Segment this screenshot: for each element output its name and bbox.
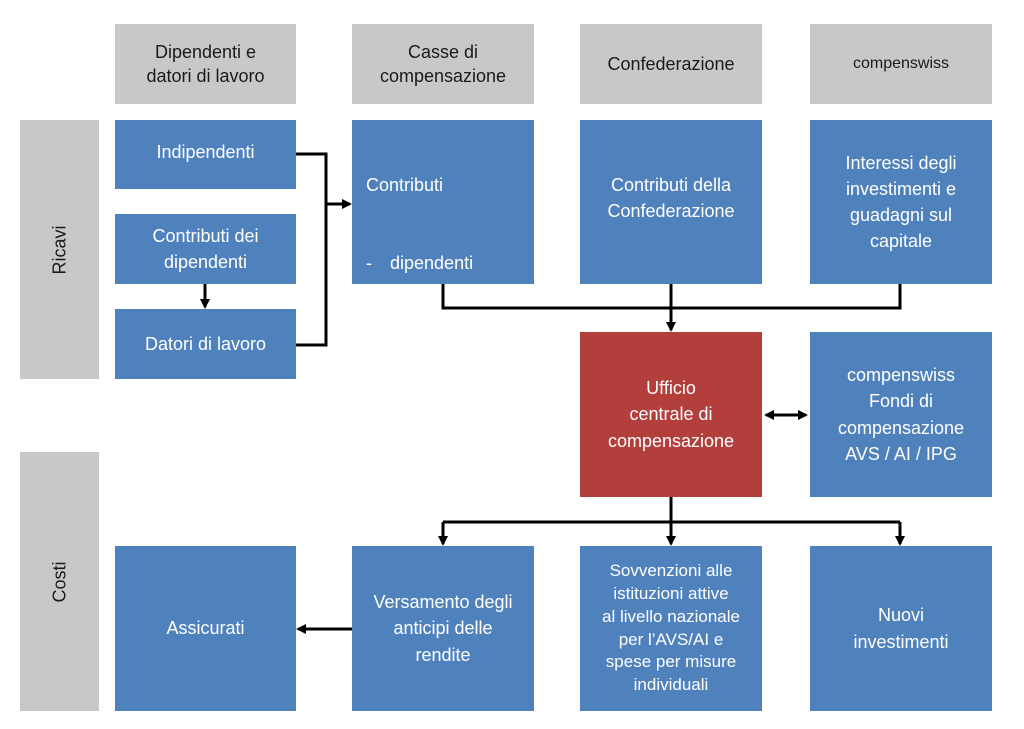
box-contributi-dipendenti: Contributi dei dipendenti <box>115 214 296 284</box>
header-compensation-funds: Casse di compensazione <box>352 24 534 104</box>
box-ufficio-centrale: Ufficio centrale di compensazione <box>580 332 762 497</box>
box-versamento: Versamento degli anticipi delle rendite <box>352 546 534 711</box>
box-sovvenzioni: Sovvenzioni alle istituzioni attive al l… <box>580 546 762 711</box>
box-datori-di-lavoro: Datori di lavoro <box>115 309 296 379</box>
box-contributi-confederazione: Contributi della Confederazione <box>580 120 762 284</box>
list-item: -datori di lavoro <box>366 303 522 329</box>
header-confederation: Confederazione <box>580 24 762 104</box>
side-label-costs: Costi <box>20 452 99 711</box>
connector-indipendenti <box>296 152 328 347</box>
list-dash: - <box>366 253 372 274</box>
list-dash: - <box>366 305 372 326</box>
list-dash: - <box>366 357 372 378</box>
header-employees: Dipendenti e datori di lavoro <box>115 24 296 104</box>
side-label-revenue: Ricavi <box>20 120 99 379</box>
contributi-list: -dipendenti -datori di lavoro -indenpent… <box>366 224 522 407</box>
header-compenswiss: compenswiss <box>810 24 992 104</box>
box-indipendenti: Indipendenti <box>115 120 296 189</box>
box-assicurati: Assicurati <box>115 546 296 711</box>
list-item-label: dipendenti <box>390 253 474 274</box>
list-item-label: indenpenti <box>390 357 474 378</box>
contributi-title: Contributi <box>366 175 444 196</box>
list-item: -dipendenti <box>366 250 522 276</box>
box-compenswiss-fondi: compenswiss Fondi di compensazione AVS /… <box>810 332 992 497</box>
box-nuovi-investimenti: Nuovi investimenti <box>810 546 992 711</box>
list-item: -indenpenti <box>366 355 522 381</box>
list-item-label: datori di lavoro <box>390 305 509 326</box>
box-contributi: Contributi -dipendenti -datori di lavoro… <box>352 120 534 378</box>
box-interessi: Interessi degli investimenti e guadagni … <box>810 120 992 284</box>
